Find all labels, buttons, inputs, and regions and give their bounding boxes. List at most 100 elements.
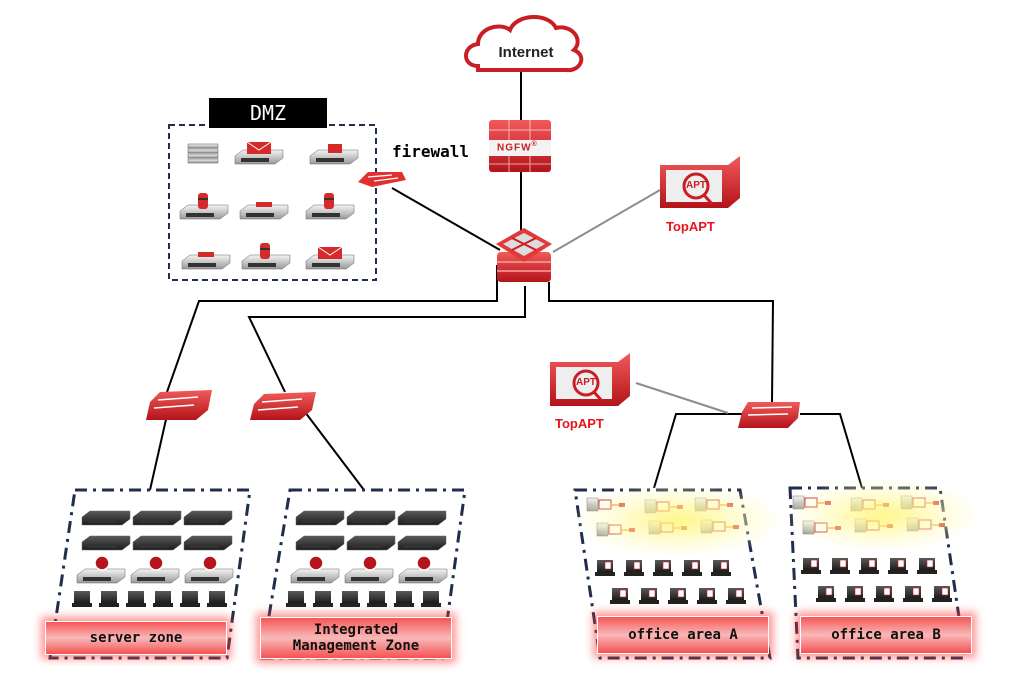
link-core-mgmt-switch	[247, 286, 526, 393]
office-a-laptop-icon	[610, 588, 630, 604]
server-zone-rack-server-icon	[183, 510, 233, 526]
internet-label: Internet	[498, 44, 554, 61]
office-a-laptop-icon	[653, 560, 673, 576]
office-b-laptop-icon	[859, 558, 879, 574]
mgmt-zone-label: Integrated Management Zone	[260, 617, 452, 659]
server-zone-rack-server-icon	[132, 535, 182, 551]
office-a-label-text: office area A	[628, 627, 738, 643]
dmz-mail-server-icon	[234, 141, 284, 165]
office-a-laptop-icon	[682, 560, 702, 576]
link-office-switch-zone-a	[653, 413, 745, 489]
dmz-rack-server-icon	[187, 143, 219, 164]
office-b-laptop-icon	[888, 558, 908, 574]
core-switch-icon	[496, 228, 552, 282]
server-zone-terminal-icon	[180, 591, 200, 607]
server-zone-protected-server-icon	[130, 555, 180, 584]
office-b-laptop-icon	[816, 586, 836, 602]
office-a-wireless-glow	[578, 485, 778, 555]
topapt-mid-badge: APT	[576, 377, 596, 388]
mgmt-zone-switch-icon	[250, 392, 316, 420]
dmz-web-server-icon	[239, 202, 289, 220]
office-b-laptop-icon	[874, 586, 894, 602]
mgmt-zone-protected-server-icon	[344, 555, 394, 584]
mgmt-zone-protected-server-icon	[290, 555, 340, 584]
server-zone-label-text: server zone	[89, 630, 183, 646]
office-b-wireless-glow	[790, 480, 975, 550]
link-core-server-switch	[166, 265, 498, 393]
dmz-database-server-icon	[241, 243, 291, 270]
topapt-mid-label: TopAPT	[555, 416, 604, 431]
server-zone-boundary	[48, 488, 252, 660]
server-zone-terminal-icon	[126, 591, 146, 607]
office-a-laptop-icon	[639, 588, 659, 604]
link-office-switch-topapt-mid	[635, 382, 729, 414]
office-a-laptop-icon	[624, 560, 644, 576]
server-zone-protected-server-icon	[76, 555, 126, 584]
topapt-top-badge: APT	[686, 180, 706, 191]
dmz-database-server-icon	[179, 193, 229, 220]
office-a-laptop-icon	[595, 560, 615, 576]
office-b-laptop-icon	[903, 586, 923, 602]
server-zone-rack-server-icon	[183, 535, 233, 551]
mgmt-zone-terminal-icon	[421, 591, 441, 607]
ngfw-mark: ®	[531, 141, 538, 148]
mgmt-zone-terminal-icon	[394, 591, 414, 607]
link-core-office-switch	[548, 282, 775, 403]
server-zone-label: server zone	[45, 621, 227, 655]
ngfw-label: NGFW®	[497, 141, 538, 153]
office-b-label: office area B	[800, 616, 972, 654]
ngfw-firewall-icon	[489, 120, 551, 172]
server-zone-terminal-icon	[207, 591, 227, 607]
office-a-laptop-icon	[668, 588, 688, 604]
office-b-laptop-icon	[917, 558, 937, 574]
office-b-laptop-icon	[830, 558, 850, 574]
internet-cloud-icon	[464, 14, 584, 73]
office-b-laptop-icon	[932, 586, 952, 602]
server-zone-rack-server-icon	[81, 510, 131, 526]
link-office-switch-zone-b	[800, 413, 863, 489]
mgmt-zone-label-line1: Integrated	[313, 622, 399, 638]
dmz-database-server-icon	[305, 193, 355, 220]
mgmt-zone-rack-server-icon	[346, 510, 396, 526]
mgmt-zone-label-line2: Management Zone	[292, 638, 420, 654]
mgmt-zone-rack-server-icon	[295, 535, 345, 551]
server-zone-rack-server-icon	[81, 535, 131, 551]
firewall-label: firewall	[392, 142, 470, 161]
topapt-top-label: TopAPT	[666, 219, 715, 234]
dmz-file-server-icon	[309, 144, 359, 165]
server-zone-terminal-icon	[99, 591, 119, 607]
mgmt-zone-terminal-icon	[286, 591, 306, 607]
server-zone-protected-server-icon	[184, 555, 234, 584]
ngfw-text: NGFW	[497, 142, 532, 154]
office-b-laptop-icon	[845, 586, 865, 602]
mgmt-zone-rack-server-icon	[346, 535, 396, 551]
office-a-laptop-icon	[726, 588, 746, 604]
mgmt-zone-rack-server-icon	[397, 510, 447, 526]
dmz-web-server-icon	[181, 252, 231, 270]
office-a-laptop-icon	[697, 588, 717, 604]
server-zone-terminal-icon	[153, 591, 173, 607]
mgmt-zone-terminal-icon	[313, 591, 333, 607]
office-b-label-text: office area B	[831, 627, 941, 643]
office-switch-icon	[738, 402, 800, 428]
link-dmzfw-core	[391, 187, 501, 251]
link-mgmt-switch-zone	[304, 411, 365, 491]
office-a-laptop-icon	[711, 560, 731, 576]
server-zone-switch-icon	[146, 390, 212, 420]
server-zone-terminal-icon	[72, 591, 92, 607]
mgmt-zone-terminal-icon	[340, 591, 360, 607]
dmz-label: DMZ	[209, 98, 327, 128]
topapt-top-icon	[660, 156, 740, 208]
link-server-switch-zone	[149, 414, 168, 491]
link-core-topapt-top	[552, 189, 661, 253]
mgmt-zone-rack-server-icon	[295, 510, 345, 526]
topapt-mid-icon	[550, 353, 630, 406]
dmz-firewall-switch-icon	[358, 172, 406, 187]
office-b-laptop-icon	[801, 558, 821, 574]
dmz-mail-server-icon	[305, 246, 355, 270]
mgmt-zone-rack-server-icon	[397, 535, 447, 551]
office-a-label: office area A	[597, 616, 769, 654]
server-zone-rack-server-icon	[132, 510, 182, 526]
mgmt-zone-terminal-icon	[367, 591, 387, 607]
